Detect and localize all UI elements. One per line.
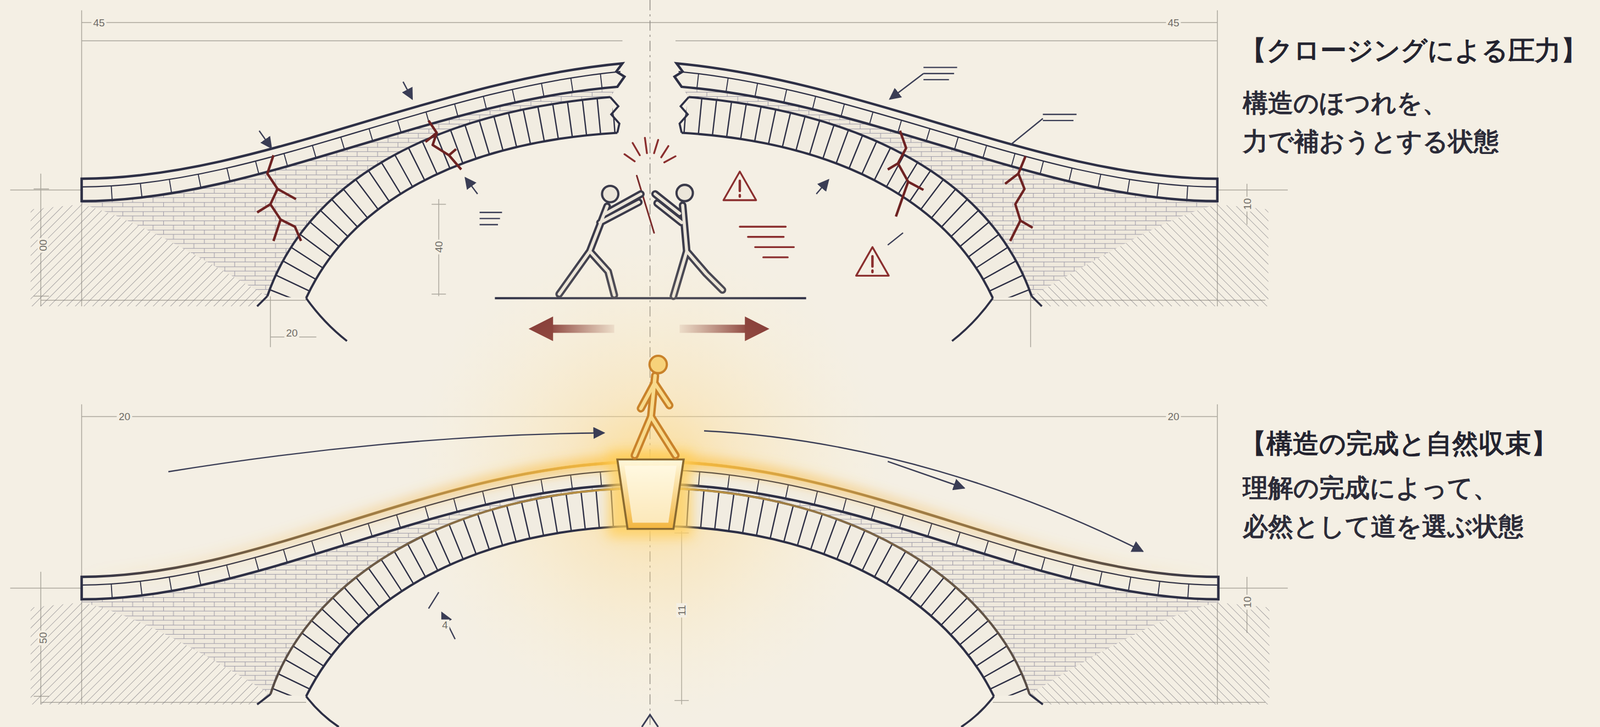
keystone-inner (624, 465, 677, 523)
dimension-label: 45 (91, 17, 107, 28)
crack (425, 120, 462, 170)
deck-glow (81, 461, 1218, 577)
flow-arrow (168, 432, 605, 472)
keystone-halo (607, 451, 692, 537)
stress-spikes (624, 137, 676, 163)
warning-mark (871, 256, 874, 273)
warning-mark (738, 180, 741, 197)
complete-bridge (30, 461, 1270, 727)
figure-body (634, 375, 676, 456)
cracks (257, 120, 1033, 241)
figure-head (601, 185, 619, 203)
figure-head (676, 184, 694, 202)
pointer-arrow (259, 130, 272, 149)
dimension-label: 10 (1241, 594, 1253, 610)
crack (887, 130, 924, 217)
annotation-heading: 【クロージングによる圧力】 (1239, 34, 1588, 67)
dimension-label: 00 (37, 237, 48, 253)
leader-line (889, 73, 924, 99)
leader-line (1010, 118, 1043, 145)
bridge-right-half (650, 461, 1270, 727)
keystone (617, 459, 684, 529)
speed-lines (739, 226, 794, 258)
annotation-heading: 【構造の完成と自然収束】 (1239, 427, 1558, 460)
base-triangle (641, 714, 659, 727)
figure-head (649, 355, 668, 374)
figure-fill (634, 375, 676, 456)
flow-arrows (168, 430, 1143, 727)
annotation-body: 理解の完成によって、 必然として道を選ぶ状態 (1242, 468, 1562, 546)
dimension-label: 45 (1165, 17, 1181, 28)
walking-figure (634, 355, 676, 456)
figure-outline (634, 375, 676, 456)
dimension-label: 10 (1241, 196, 1253, 212)
dimension-label: 20 (1165, 411, 1181, 422)
warning-sign (723, 171, 756, 201)
dimension-label: 20 (284, 327, 300, 339)
dimension-label: 50 (37, 630, 48, 646)
bridge-left-half (30, 461, 651, 727)
pointer-arrow (402, 81, 413, 100)
figure-body (634, 375, 676, 456)
pointer-arrows (259, 67, 1077, 246)
pointer-arrow (428, 591, 440, 609)
annotation-body: 構造のほつれを、 力で補おうとする状態 (1242, 83, 1537, 161)
dimension-label: 40 (433, 239, 445, 255)
flow-arrow (887, 461, 965, 488)
dimension-lines (10, 0, 1288, 727)
dimension-label: 11 (676, 602, 688, 618)
deck-glow-line (81, 461, 1218, 577)
dimension-label: 4 (440, 619, 450, 630)
crack (257, 154, 302, 241)
leader-line (887, 232, 904, 245)
dash-marks (479, 67, 1077, 225)
pointer-arrow (816, 179, 829, 195)
flow-arrow (704, 430, 1143, 552)
crack (1005, 156, 1033, 241)
dimension-label: 20 (117, 411, 132, 422)
pointer-arrow (465, 177, 478, 195)
warning-sign (856, 246, 889, 276)
